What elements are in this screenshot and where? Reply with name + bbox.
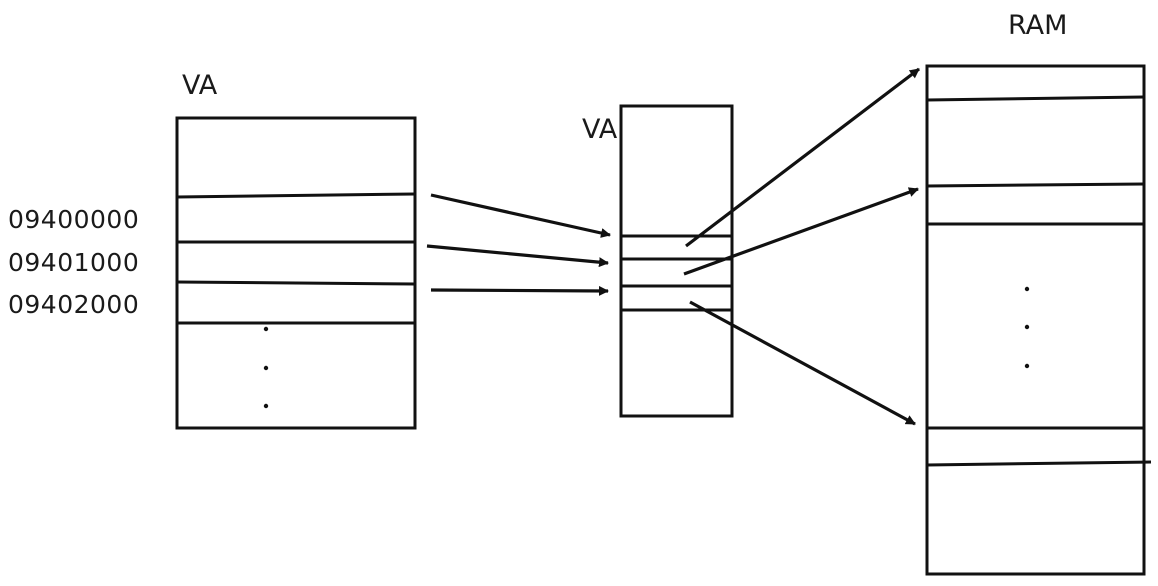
- arrow-pa-entry-1: [683, 187, 919, 276]
- ellipsis-dot: [1024, 363, 1030, 369]
- virtual-address-space-title: VA: [182, 70, 218, 101]
- address-label-1: 09401000: [8, 248, 139, 277]
- ellipsis-dot: [263, 326, 269, 332]
- ellipsis-dot: [263, 365, 269, 371]
- address-label-2: 09402000: [8, 290, 139, 319]
- ellipsis-dot: [1024, 324, 1030, 330]
- ellipsis-dot: [1024, 286, 1030, 292]
- va-to-page-table-arrows: [426, 193, 611, 296]
- address-label-0: 09400000: [8, 205, 139, 234]
- page-table-to-ram-arrows: [683, 67, 920, 426]
- arrow-pa-entry-0: [685, 67, 920, 248]
- page-table-va-header: VA: [582, 114, 618, 145]
- ellipsis-dot: [263, 403, 269, 409]
- arrow-pa-entry-2: [689, 300, 916, 426]
- virtual-address-space: [175, 116, 417, 430]
- arrow-va-entry-2: [430, 285, 609, 296]
- page-table: [619, 104, 734, 418]
- ram-block: [925, 64, 1152, 576]
- arrow-va-entry-0: [430, 193, 611, 238]
- arrow-va-entry-1: [426, 244, 609, 268]
- ram-title: RAM: [1008, 10, 1067, 41]
